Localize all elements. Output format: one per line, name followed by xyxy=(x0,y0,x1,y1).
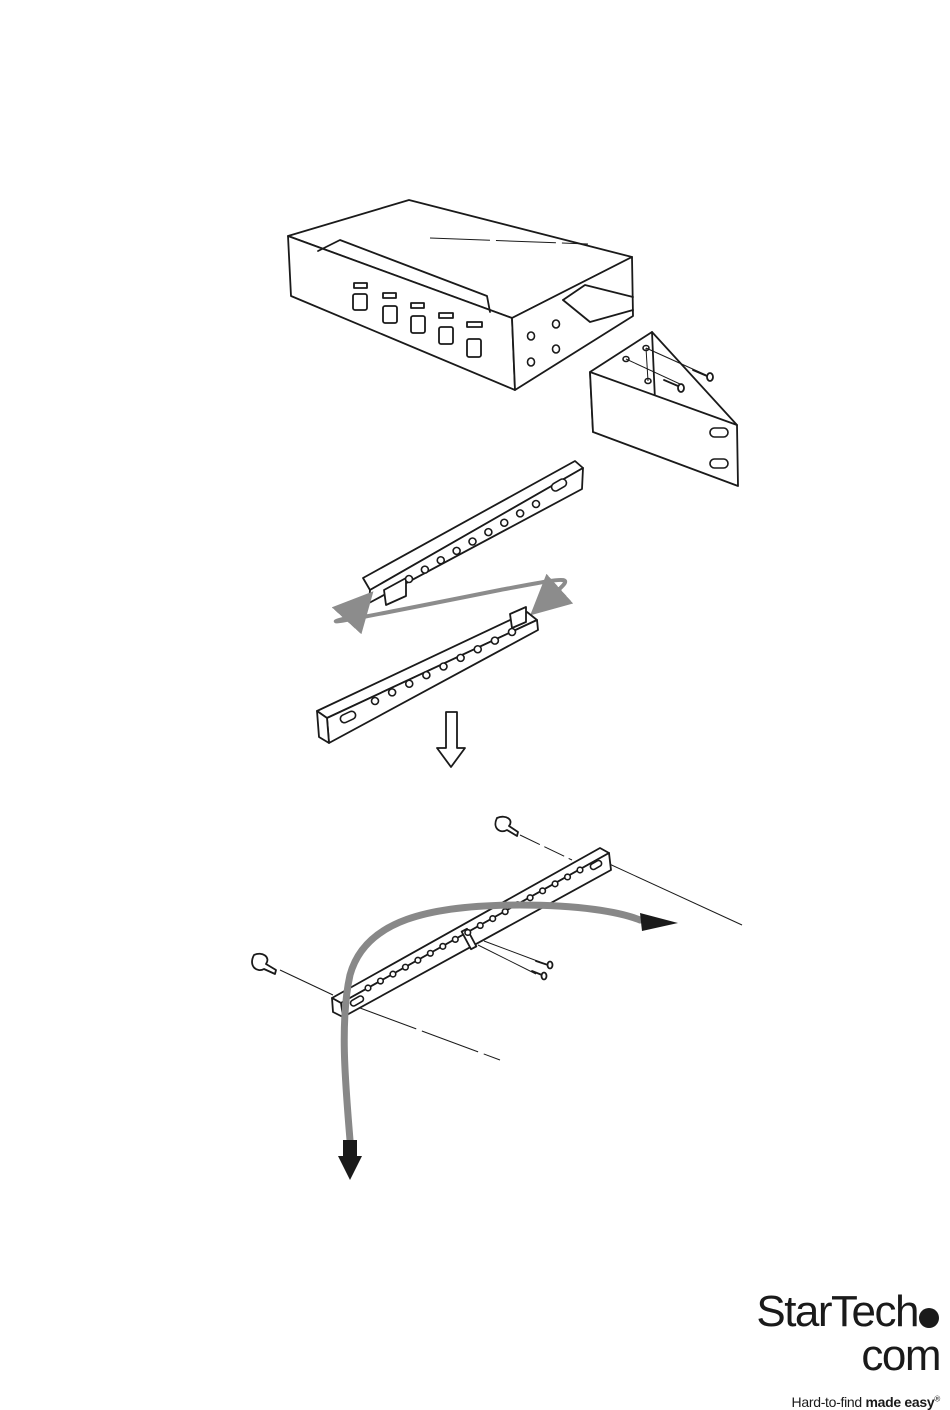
screw-icon xyxy=(532,971,547,980)
rail-hole xyxy=(490,916,496,922)
rack-mount-installation-diagram xyxy=(0,0,950,1373)
screw-icon xyxy=(252,954,276,974)
logo-dot-icon xyxy=(919,1308,939,1328)
logo-name-part1: StarTech xyxy=(756,1287,918,1336)
rail-hole xyxy=(501,519,508,526)
rail-hole xyxy=(477,923,483,929)
rail-hole xyxy=(415,957,421,963)
rail-hole xyxy=(390,971,396,977)
rail-hole xyxy=(437,557,444,564)
registered-mark: ® xyxy=(934,1394,940,1403)
tagline-bold: made easy xyxy=(865,1394,934,1410)
rail-hole xyxy=(372,698,379,705)
rail-hole xyxy=(440,944,446,950)
rail-hole xyxy=(452,937,458,943)
rail-hole xyxy=(428,950,434,956)
logo-wordmark: StarTechcom xyxy=(680,1290,940,1378)
rail-hole xyxy=(540,888,546,894)
rail-hole xyxy=(491,637,498,644)
rail-hole xyxy=(517,510,524,517)
assembled-rail xyxy=(280,835,742,1060)
upper-rail xyxy=(363,461,583,605)
rail-hole xyxy=(453,547,460,554)
rail-hole xyxy=(457,654,464,661)
rail-hole xyxy=(577,867,583,873)
rail-hole xyxy=(485,529,492,536)
logo-tagline: Hard-to-find made easy® xyxy=(680,1394,940,1410)
down-arrow-icon xyxy=(437,712,465,767)
cable-arrow-icon xyxy=(338,905,678,1180)
rail-hole xyxy=(403,964,409,970)
rail-hole xyxy=(502,909,508,915)
rail-hole xyxy=(406,576,413,583)
screw-icon xyxy=(664,380,684,392)
rail-hole xyxy=(378,978,384,984)
rail-hole xyxy=(474,646,481,653)
screw-icon xyxy=(495,817,518,836)
rail-hole xyxy=(527,895,533,901)
lower-rail xyxy=(317,607,538,743)
rail-hole xyxy=(552,881,558,887)
mounting-ear-bracket xyxy=(590,332,738,486)
rail-hole xyxy=(465,930,471,936)
screw-icon xyxy=(536,961,553,969)
rail-hole xyxy=(533,501,540,508)
rail-hole xyxy=(421,566,428,573)
startech-logo: StarTechcom Hard-to-find made easy® xyxy=(680,1290,940,1410)
kvm-switch-device xyxy=(288,200,633,390)
rail-hole xyxy=(423,672,430,679)
rail-hole xyxy=(469,538,476,545)
rail-hole xyxy=(389,689,396,696)
rail-hole xyxy=(509,629,516,636)
rail-hole xyxy=(565,874,571,880)
rail-hole xyxy=(406,680,413,687)
rail-hole xyxy=(365,985,371,991)
rail-hole xyxy=(440,663,447,670)
tagline-regular: Hard-to-find xyxy=(792,1394,866,1410)
installation-page: StarTechcom Hard-to-find made easy® xyxy=(0,0,950,1373)
